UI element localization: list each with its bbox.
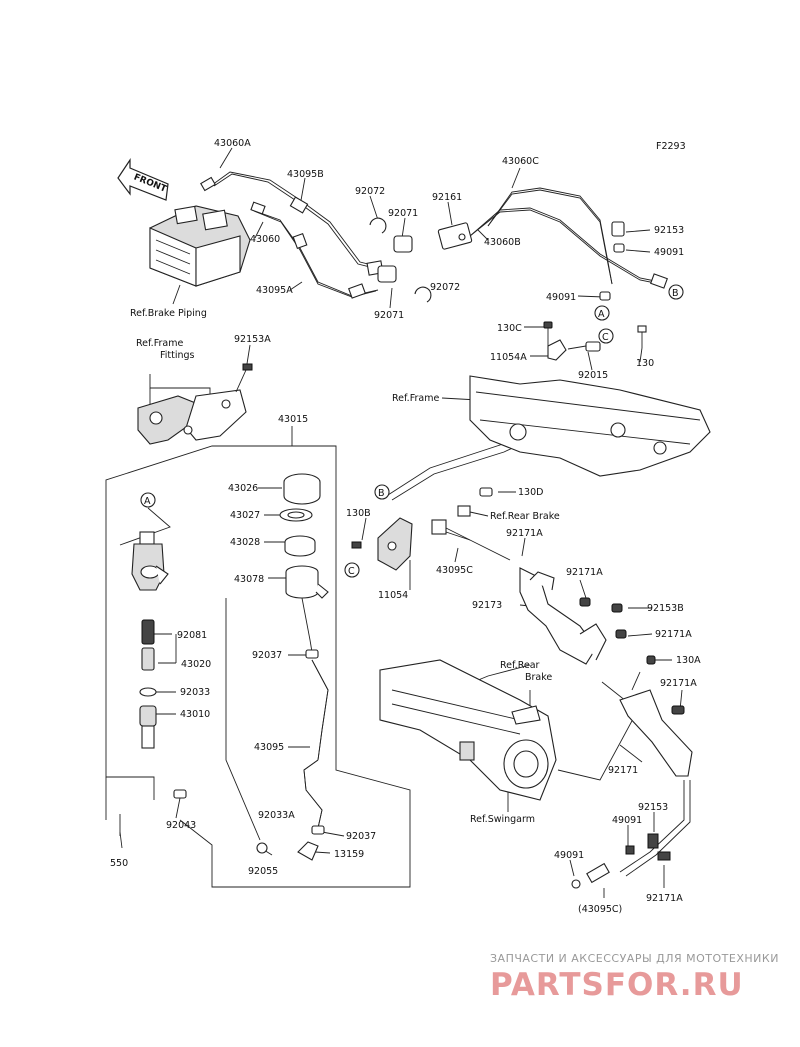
label-92072-top: 92072 xyxy=(355,186,385,197)
label-43020: 43020 xyxy=(181,659,211,670)
ref-rear-brake-2a: Ref.Rear xyxy=(500,660,540,671)
diagram-code: F2293 xyxy=(656,141,686,152)
label-92171A-1: 92171A xyxy=(506,528,543,539)
rear-caliper-hose xyxy=(571,833,671,889)
label-43026: 43026 xyxy=(228,483,258,494)
master-cylinder-assembly xyxy=(119,473,329,861)
label-11054: 11054 xyxy=(378,590,408,601)
label-49091-bottom: 49091 xyxy=(554,850,584,861)
brake-pedal xyxy=(519,567,693,777)
ref-brake-piping: Ref.Brake Piping xyxy=(130,308,207,319)
label-49091-right: 49091 xyxy=(612,815,642,826)
bracket-upper-right xyxy=(543,321,647,361)
callout-circles xyxy=(140,284,684,578)
ref-swingarm: Ref.Swingarm xyxy=(470,814,535,825)
callout-c-mid: C xyxy=(348,566,355,577)
label-43095: 43095 xyxy=(254,742,284,753)
ref-rear-brake-2b: Brake xyxy=(525,672,552,683)
ref-frame-fittings-line2: Fittings xyxy=(160,350,195,361)
label-43095C: 43095C xyxy=(436,565,473,576)
label-92171A-2: 92171A xyxy=(566,567,603,578)
label-92072-bottom: 92072 xyxy=(430,282,460,293)
label-11054A: 11054A xyxy=(490,352,527,363)
label-92171A-4: 92171A xyxy=(660,678,697,689)
callout-c-top: C xyxy=(602,332,609,343)
labels: F2293 43060A 43095B 92072 92161 43060C 9… xyxy=(110,138,701,915)
label-43010: 43010 xyxy=(180,709,210,720)
watermark: ЗАПЧАСТИ И АКСЕССУАРЫ ДЛЯ МОТОТЕХНИКИ PA… xyxy=(490,952,779,1003)
label-130B: 130B xyxy=(346,508,371,519)
label-43027: 43027 xyxy=(230,510,260,521)
label-130A: 130A xyxy=(676,655,701,666)
label-92043: 92043 xyxy=(166,820,196,831)
label-43095B: 43095B xyxy=(287,169,324,180)
watermark-brand: PARTSFOR.RU xyxy=(490,967,744,1003)
label-92033A: 92033A xyxy=(258,810,295,821)
label-92071-top: 92071 xyxy=(388,208,418,219)
label-43028: 43028 xyxy=(230,537,260,548)
label-92081: 92081 xyxy=(177,630,207,641)
frame-section xyxy=(469,375,711,477)
label-92153-top: 92153 xyxy=(654,225,684,236)
ref-frame-fittings-line1: Ref.Frame xyxy=(136,338,183,349)
leader-lines xyxy=(105,147,691,898)
label-43095A: 43095A xyxy=(256,285,293,296)
label-92055: 92055 xyxy=(248,866,278,877)
label-130C: 130C xyxy=(497,323,522,334)
label-43060B: 43060B xyxy=(484,237,521,248)
frame-fittings-bracket xyxy=(137,363,253,445)
label-13159: 13159 xyxy=(334,849,364,860)
label-43078: 43078 xyxy=(234,574,264,585)
label-49091-top: 49091 xyxy=(654,247,684,258)
label-550: 550 xyxy=(110,858,128,869)
label-49091-mid: 49091 xyxy=(546,292,576,303)
label-92171A-3: 92171A xyxy=(655,629,692,640)
pedal-bracket-11054 xyxy=(351,487,493,571)
label-92173: 92173 xyxy=(472,600,502,611)
ref-frame: Ref.Frame xyxy=(392,393,439,404)
callout-a-top: A xyxy=(598,309,605,320)
label-92037-top: 92037 xyxy=(252,650,282,661)
label-43060: 43060 xyxy=(250,234,280,245)
label-92171A-5: 92171A xyxy=(646,893,683,904)
swingarm-section xyxy=(379,659,557,801)
label-92033: 92033 xyxy=(180,687,210,698)
label-92161: 92161 xyxy=(432,192,462,203)
front-arrow: FRONT xyxy=(117,158,169,201)
label-92015: 92015 xyxy=(578,370,608,381)
label-130D: 130D xyxy=(518,487,543,498)
label-130: 130 xyxy=(636,358,654,369)
label-92153B: 92153B xyxy=(647,603,684,614)
label-43060C: 43060C xyxy=(502,156,539,167)
label-43095C-paren: (43095C) xyxy=(578,904,622,915)
label-92153-bottom: 92153 xyxy=(638,802,668,813)
upper-brake-hoses xyxy=(200,171,668,303)
abs-unit xyxy=(149,205,251,287)
label-92153A: 92153A xyxy=(234,334,271,345)
callout-a-left: A xyxy=(144,496,151,507)
label-92037-bottom: 92037 xyxy=(346,831,376,842)
watermark-tagline: ЗАПЧАСТИ И АКСЕССУАРЫ ДЛЯ МОТОТЕХНИКИ xyxy=(490,952,779,965)
label-92171: 92171 xyxy=(608,765,638,776)
label-43060A: 43060A xyxy=(214,138,251,149)
label-43015: 43015 xyxy=(278,414,308,425)
callout-b-mid: B xyxy=(378,488,385,499)
label-92071-bottom: 92071 xyxy=(374,310,404,321)
callout-b-top: B xyxy=(672,288,679,299)
ref-rear-brake-1: Ref.Rear Brake xyxy=(490,511,560,522)
